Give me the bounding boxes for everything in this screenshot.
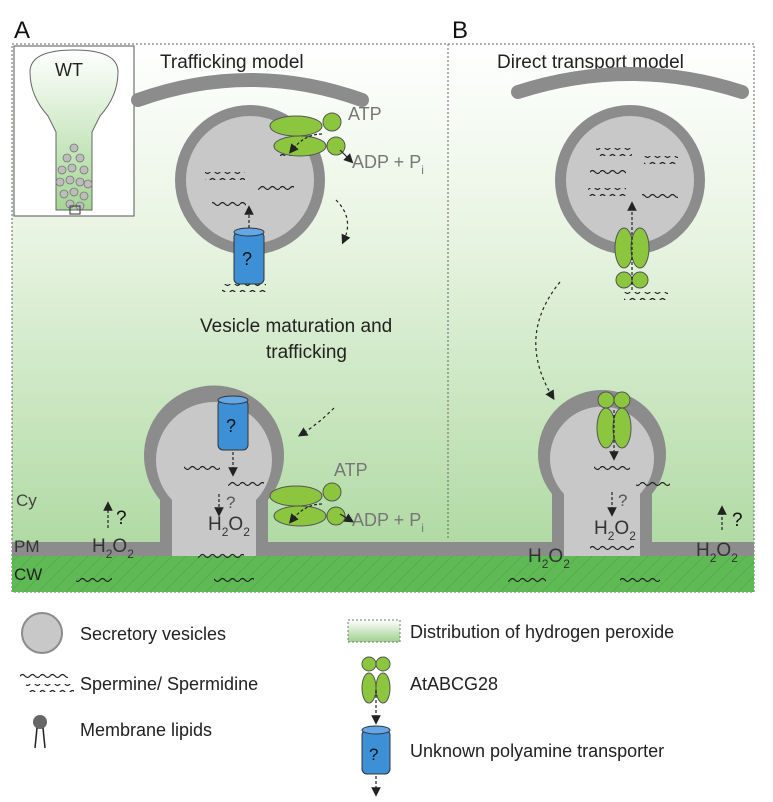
- h2o2-a-left: H2O2: [92, 536, 134, 561]
- panel-a-title: Trafficking model: [160, 52, 304, 73]
- panel-b-bottom-polyamines: [590, 466, 670, 552]
- h2o2-a-bottom: H2O2: [208, 514, 250, 539]
- layer-label-cy: Cy: [16, 491, 37, 510]
- unknown-transporter-a-bottom: ?: [217, 395, 249, 477]
- legend-spermine: Spermine/ Spermidine: [80, 674, 258, 694]
- legend-unknown-transporter-icon: ?: [361, 725, 391, 797]
- trafficking-arrow-a-2: [297, 407, 335, 437]
- svg-text:?: ?: [226, 416, 236, 436]
- legend-atabcg28: AtABCG28: [410, 674, 498, 694]
- panel-a-top-membrane: [131, 73, 369, 107]
- question-b-right: ?: [732, 510, 743, 531]
- legend-unknown-transporter: Unknown polyamine transporter: [410, 741, 664, 761]
- inset-vesicles: [55, 143, 93, 211]
- atabcg28-transporter-b-top: [614, 201, 650, 290]
- panel-b-top-vesicle: [566, 116, 694, 244]
- inset-label: WT: [55, 60, 83, 80]
- layer-label-cw: CW: [14, 565, 42, 584]
- layer-label-pm: PM: [14, 537, 40, 556]
- legend-polyamine-icon: [20, 670, 74, 692]
- plasma-membrane-right: [652, 542, 754, 556]
- cell-wall-polyamines-a: [76, 574, 254, 584]
- legend-lipid-icon: [33, 715, 47, 749]
- adp-arrow-a-bottom: [339, 513, 355, 523]
- svg-text:?: ?: [242, 249, 252, 269]
- cell-wall-texture: [12, 556, 754, 592]
- unknown-transporter-a-top: ?: [222, 205, 266, 292]
- legend-membrane-lipids: Membrane lipids: [80, 720, 212, 740]
- plasma-membrane-middle: [268, 542, 552, 556]
- question-a-left: ?: [116, 508, 127, 529]
- maturation-label-line2: trafficking: [266, 342, 347, 363]
- atp-label-a-bottom: ATP: [334, 460, 368, 480]
- adp-arrow-a-top: [339, 149, 354, 164]
- panel-b-top-membrane: [511, 67, 749, 99]
- panel-b-top-polyamines: [588, 148, 678, 300]
- svg-text:?: ?: [369, 745, 378, 764]
- atabcg28-transporter-b-bottom: [596, 391, 632, 461]
- atp-label-a-top: ATP: [348, 104, 382, 124]
- atabcg28-transporter-a-top: [269, 112, 346, 157]
- trafficking-arrow-b: [535, 281, 561, 401]
- panel-a-bottom-polyamines: [184, 462, 264, 560]
- legend-secretory-vesicles: Secretory vesicles: [80, 624, 226, 644]
- h2o2-b-right: H2O2: [696, 540, 738, 565]
- h2o2-b-bottom: H2O2: [594, 518, 636, 543]
- legend-h2o2-swatch: [347, 619, 401, 643]
- adp-label-a-top: ADP + Pi: [352, 152, 424, 177]
- legend-h2o2-distribution: Distribution of hydrogen peroxide: [410, 622, 674, 642]
- maturation-label-line1: Vesicle maturation and: [200, 316, 392, 337]
- panel-b-letter: B: [452, 17, 468, 44]
- legend-vesicle-icon: [21, 612, 63, 654]
- adp-label-a-bottom: ADP + Pi: [352, 510, 424, 535]
- legend-atabcg28-icon: [361, 656, 391, 725]
- pollen-tube-outline: [29, 49, 119, 211]
- panel-a-letter: A: [14, 17, 30, 44]
- cell-wall-polyamines-b: [508, 576, 660, 584]
- question-a-bottom: ?: [226, 493, 235, 512]
- h2o2-b-left: H2O2: [528, 546, 570, 571]
- plasma-membrane-left: [12, 542, 160, 556]
- question-b-bottom: ?: [618, 491, 627, 510]
- atabcg28-transporter-a-bottom: [269, 482, 346, 527]
- inset-zoom-box: [69, 205, 81, 215]
